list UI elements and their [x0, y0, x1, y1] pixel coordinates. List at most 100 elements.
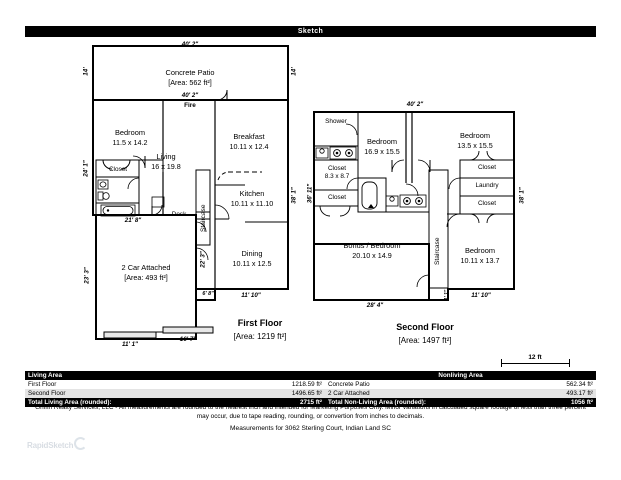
dim-ff-garage-right: 22' 3" [199, 251, 207, 268]
row-nonliving-value: 493.17 ft² [566, 390, 593, 397]
label-closet-1f: Closet [108, 166, 128, 173]
room-name: Bedroom [465, 246, 495, 255]
total-living-value: 2715 ft² [299, 399, 322, 406]
dim-ff-top: 40' 2" [181, 41, 199, 48]
first-floor-linework [92, 45, 289, 340]
watermark-circle-icon [74, 437, 88, 450]
scale-line [501, 363, 569, 364]
scale-bar: 12 ft [497, 354, 573, 368]
dim-ff-right-main: 38' 1" [290, 187, 298, 204]
dim-ff-patio-bottom: 40' 2" [181, 92, 199, 99]
row-living-label: First Floor [28, 381, 57, 388]
disclaimer-line-1: Griffin Realty Services, LLC - All measu… [35, 404, 489, 411]
first-floor-area: [Area: 1219 ft²] [233, 332, 287, 341]
dim-ff-dining-bottom: 11' 10" [241, 292, 261, 299]
label-closet-big-name: Closet [327, 165, 347, 172]
label-shower: Shower [325, 118, 347, 125]
scale-label: 12 ft [528, 354, 542, 361]
room-name: Bedroom [460, 131, 490, 140]
room-bedroom-sf-1: Bedroom 16.9 x 15.5 [342, 137, 422, 156]
label-staircase-2f: Staircase [434, 237, 441, 266]
dim-ff-right-top: 14' [290, 67, 298, 76]
room-dim: 10.11 x 13.7 [460, 255, 500, 265]
room-name: Dining [241, 249, 263, 258]
dim-sf-bottom-right: 11' 10" [471, 292, 491, 299]
dim-sf-right: 38' 1" [518, 187, 526, 204]
room-bonus-bedroom: Bonus / Bedroom 20.10 x 14.9 [326, 241, 418, 260]
dim-sf-mid-small: 1' 1" [444, 289, 450, 301]
disclaimer-line-2: footage of less than three percent may o… [196, 404, 586, 420]
row-nonliving-label: 2 Car Attached [328, 390, 370, 397]
label-closet-big-dim: 8.3 x 8.7 [324, 173, 350, 180]
watermark-text: RapidSketch [27, 441, 74, 450]
second-floor-area: [Area: 1497 ft²] [398, 336, 452, 345]
dim-ff-left-main: 24' 1" [82, 160, 90, 177]
header-nonliving-area: Nonliving Area [438, 372, 483, 379]
dim-ff-garage-left: 23' 3" [83, 267, 91, 284]
room-dim: 10.11 x 12.5 [232, 258, 272, 268]
room-bedroom-sf-3: Bedroom 10.11 x 13.7 [442, 246, 518, 265]
dim-ff-dining-left: 6' 8" [202, 291, 214, 297]
dim-ff-bath-width: 21' 8" [124, 217, 142, 224]
room-dim: [Area: 562 ft²] [168, 77, 212, 87]
room-dim: 10.11 x 12.4 [229, 141, 269, 151]
room-living: Living 16 x 19.8 [138, 152, 194, 171]
total-living-label: Total Living Area (rounded): [28, 399, 112, 406]
row-nonliving-value: 562.34 ft² [566, 381, 593, 388]
room-dim: 16 x 19.8 [151, 161, 181, 171]
label-closet-r1: Closet [477, 164, 497, 171]
table-row: First Floor 1218.59 ft² Concrete Patio 5… [25, 380, 596, 389]
label-closet-big: Closet 8.3 x 8.7 [316, 165, 358, 181]
row-living-label: Second Floor [28, 390, 66, 397]
room-bedroom-sf-2: Bedroom 13.5 x 15.5 [435, 131, 515, 150]
room-dim: 16.9 x 15.5 [364, 146, 400, 156]
measurements-line: Measurements for 3062 Sterling Court, In… [230, 425, 391, 433]
total-nonliving-label: Total Non-Living Area (rounded): [328, 399, 426, 406]
row-living-value: 1218.59 ft² [291, 381, 322, 388]
disclaimer: Griffin Realty Services, LLC - All measu… [35, 404, 586, 434]
table-row: Second Floor 1496.65 ft² 2 Car Attached … [25, 389, 596, 398]
label-closet-r2: Closet [477, 200, 497, 207]
second-floor-title: Second Floor [396, 322, 454, 332]
dim-sf-bottom-left: 28' 4" [366, 302, 384, 309]
room-name: 2 Car Attached [121, 263, 171, 272]
room-dining: Dining 10.11 x 12.5 [214, 249, 290, 268]
label-desk: Desk [171, 211, 187, 218]
label-staircase-1f: Staircase [200, 204, 207, 233]
room-name: Breakfast [233, 132, 265, 141]
row-nonliving-label: Concrete Patio [328, 381, 370, 388]
rapidsketch-watermark: RapidSketch [27, 437, 88, 450]
page-title: Sketch [25, 26, 596, 37]
scale-end-right [569, 359, 570, 367]
dim-sf-left: 36' 11" [306, 183, 314, 204]
first-floor-title: First Floor [237, 318, 283, 328]
dim-ff-garage-door-a: 11' 1" [122, 341, 138, 348]
label-fire: Fire [184, 102, 196, 109]
header-living-area: Living Area [28, 372, 63, 379]
second-floor-plan: 40' 2" Shower Bedroom 16.9 x 15.5 Bedroo… [300, 0, 621, 360]
room-name: Bonus / Bedroom [343, 241, 401, 250]
total-nonliving-value: 1056 ft² [570, 399, 593, 406]
room-concrete-patio: Concrete Patio [Area: 562 ft²] [140, 68, 240, 87]
room-name: Kitchen [239, 189, 265, 198]
dim-sf-top: 40' 2" [406, 101, 424, 108]
room-dim: 20.10 x 14.9 [352, 250, 392, 260]
room-kitchen: Kitchen 10.11 x 11.10 [214, 189, 290, 208]
table-header-row: Living Area Nonliving Area [25, 371, 596, 380]
room-name: Bedroom [367, 137, 397, 146]
room-garage: 2 Car Attached [Area: 493 ft²] [100, 263, 192, 282]
room-name: Living [156, 152, 176, 161]
room-name: Concrete Patio [165, 68, 215, 77]
label-closet-left-lower: Closet [327, 194, 347, 201]
area-table: Living Area Nonliving Area First Floor 1… [25, 371, 596, 407]
room-dim: 11.5 x 14.2 [112, 137, 148, 147]
room-bedroom-1f: Bedroom 11.5 x 14.2 [95, 128, 165, 147]
room-dim: 13.5 x 15.5 [457, 140, 493, 150]
room-dim: [Area: 493 ft²] [124, 272, 168, 282]
row-living-value: 1496.65 ft² [291, 390, 322, 397]
room-breakfast: Breakfast 10.11 x 12.4 [210, 132, 288, 151]
first-floor-plan: 40' 2" 40' 2" Concrete Patio [Area: 562 … [0, 0, 300, 360]
room-name: Bedroom [115, 128, 145, 137]
dim-ff-garage-door-b: 16' 7" [179, 336, 197, 343]
